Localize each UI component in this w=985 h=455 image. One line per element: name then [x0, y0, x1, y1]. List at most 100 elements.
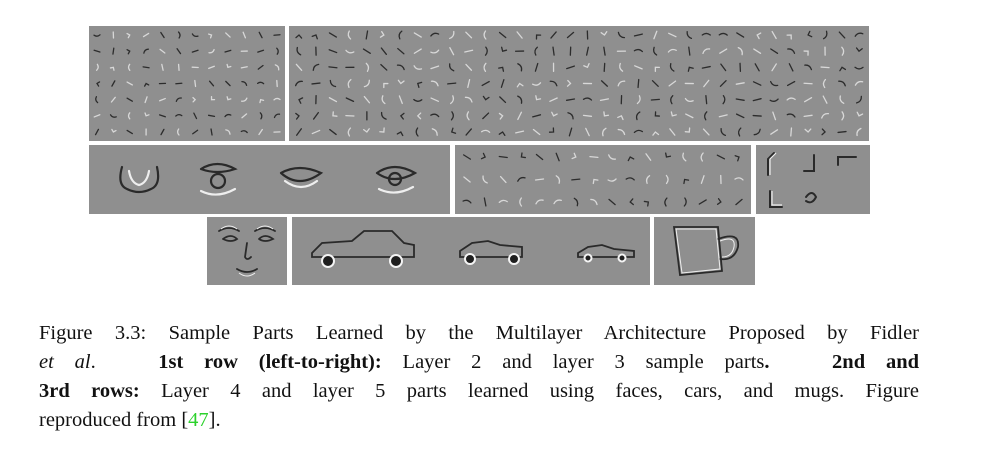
layer-3-part	[788, 63, 794, 72]
layer-3-part	[328, 66, 338, 69]
layer-3-part	[550, 31, 557, 39]
layer-3-part	[448, 63, 455, 72]
layer-3-part	[719, 80, 727, 87]
layer-4-car-part	[520, 152, 527, 159]
layer-4-car-part	[519, 197, 523, 207]
layer-3-part	[430, 49, 440, 54]
caption-line-3: 3rd rows: Layer 4 and layer 5 parts lear…	[39, 377, 919, 406]
layer-4-car-part	[627, 156, 635, 162]
layer-3-part	[770, 129, 779, 135]
layer-4-car-parts-grid	[462, 152, 744, 207]
layer-3-part	[754, 63, 760, 72]
layer-3-part	[565, 98, 576, 101]
layer-3-part	[548, 127, 555, 133]
layer-4-car-part	[571, 178, 581, 181]
layer-3-part	[328, 49, 338, 54]
layer-2-part	[276, 47, 279, 55]
layer-3-part	[637, 78, 640, 89]
layer-2-part	[142, 66, 150, 69]
layer-3-part	[737, 47, 743, 56]
layer-4-car-part	[643, 200, 650, 207]
layer-3-part	[771, 30, 777, 40]
layer-3-part	[534, 62, 539, 72]
layer-3-part	[311, 34, 318, 40]
layer-3-part	[534, 46, 538, 56]
layer-3-part	[482, 112, 490, 120]
layer-2-part	[273, 34, 281, 36]
layer-3-part	[603, 46, 606, 56]
layer-5-car-parts-image	[311, 230, 635, 268]
layer-2-part	[127, 112, 131, 120]
layer-2-part	[176, 128, 180, 136]
layer-3-part	[363, 95, 371, 104]
layer-3-part	[296, 46, 302, 56]
layer-3-part	[600, 31, 608, 36]
layer-3-part	[670, 111, 677, 117]
layer-4-car-part	[735, 198, 743, 206]
layer-5-face-part-image	[218, 225, 276, 277]
layer-3-part	[413, 32, 422, 38]
layer-3-part	[617, 128, 626, 136]
layer-3-part	[347, 78, 352, 89]
layer-2-part	[142, 32, 150, 38]
layer-2-part	[176, 48, 182, 55]
layer-3-part	[837, 130, 847, 134]
layer-3-part	[735, 113, 745, 119]
layer-3-parts-panel	[289, 26, 869, 141]
layer-2-part	[109, 114, 117, 118]
layer-2-part	[241, 80, 248, 87]
layer-4-car-part	[700, 152, 704, 162]
layer-3-part	[822, 78, 827, 89]
layer-3-part	[449, 46, 455, 56]
layer-4-car-part	[734, 177, 744, 181]
layer-3-part	[654, 111, 661, 117]
layer-3-part	[772, 111, 777, 121]
layer-3-part	[803, 96, 813, 103]
layer-2-part	[240, 130, 248, 134]
layer-5-mug-part-image	[672, 226, 740, 276]
layer-3-part	[804, 64, 813, 71]
layer-3-part	[719, 48, 728, 54]
layer-2-part	[258, 31, 263, 39]
layer-3-part	[466, 111, 470, 121]
layer-3-part	[516, 82, 524, 88]
layer-3-part	[535, 34, 542, 40]
layer-2-part	[207, 114, 216, 118]
layer-2-part	[242, 31, 247, 39]
layer-3-part	[807, 30, 813, 38]
layer-3-part	[397, 79, 405, 85]
layer-3-part	[718, 114, 728, 118]
layer-3-part	[413, 98, 423, 102]
layer-2-part	[159, 48, 166, 54]
layer-3-part	[447, 82, 457, 85]
layer-3-part	[583, 63, 590, 69]
layer-4-car-part	[682, 152, 687, 162]
layer-3-part	[430, 65, 440, 70]
citation-link[interactable]: 47	[188, 409, 209, 431]
layer-3-part	[329, 128, 337, 136]
layer-3-part	[668, 32, 677, 38]
layer-3-part	[362, 128, 370, 133]
layer-3-part	[684, 127, 691, 133]
layer-3-part	[398, 30, 403, 40]
layer-2-part	[240, 66, 248, 69]
layer-3-part	[803, 114, 813, 118]
layer-3-part	[380, 47, 387, 55]
layer-3-part	[685, 113, 694, 119]
layer-2-part	[256, 81, 265, 85]
layer-2-part	[95, 63, 99, 71]
layer-3-part	[753, 48, 762, 54]
layer-2-part	[225, 129, 231, 135]
layer-4-car-part	[553, 199, 562, 205]
layer-3-part	[854, 66, 864, 70]
layer-3-parts-grid	[294, 30, 864, 137]
caption-row23-heading-a: 2nd and	[832, 351, 919, 373]
layer-3-part	[296, 128, 302, 136]
layer-2-part	[143, 48, 149, 54]
layer-2-part	[93, 49, 101, 53]
layer-3-part	[483, 62, 487, 72]
layer-3-part	[430, 32, 440, 37]
layer-3-part	[838, 31, 846, 39]
layer-3-part	[365, 30, 369, 40]
layer-3-part	[684, 97, 694, 103]
